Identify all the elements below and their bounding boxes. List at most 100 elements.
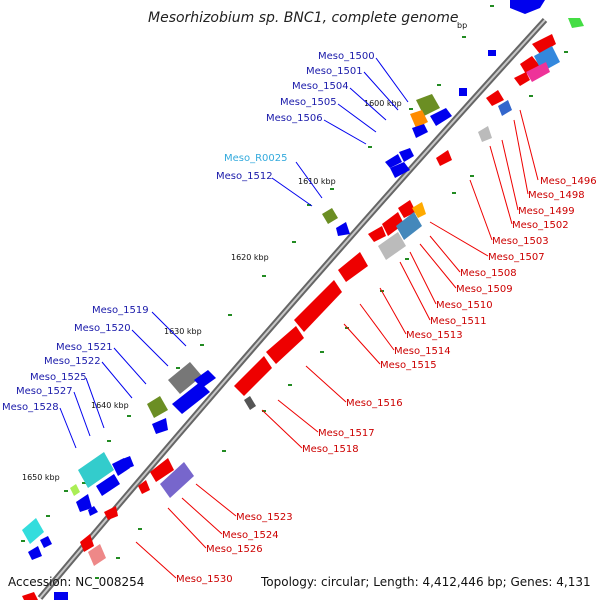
- gene-label: Meso_1510: [436, 300, 493, 311]
- reverse-labels: Meso_1496 Meso_1498 Meso_1499 Meso_1502 …: [176, 176, 597, 585]
- gene-box-blue: [498, 100, 512, 116]
- gene-arrow: [266, 326, 304, 364]
- gene-arrow: [398, 200, 416, 218]
- gene-arrow: [138, 480, 150, 494]
- gene-box-green: [568, 18, 584, 28]
- gene-arrow: [520, 56, 540, 74]
- gene-box-gray: [478, 126, 492, 142]
- map-title: Mesorhizobium sp. BNC1, complete genome: [148, 10, 459, 26]
- gene-arrow: [96, 474, 120, 496]
- gene-arrow: [412, 124, 428, 138]
- gene-box-teal: [396, 212, 422, 240]
- gene-arrow: [382, 212, 404, 236]
- gene-arrow: [172, 382, 210, 414]
- gene-label: Meso_1525: [30, 372, 87, 383]
- accession-text: Accession: NC_008254: [8, 575, 144, 589]
- gene-arrow: [368, 226, 386, 242]
- gene-label: Meso_1508: [460, 268, 517, 279]
- gene-box-cyan: [78, 452, 114, 488]
- gene-arrow: [40, 536, 52, 548]
- gene-label: Meso_1515: [380, 360, 437, 371]
- gene-arrow: [80, 534, 94, 552]
- gene-arrow: [104, 506, 118, 520]
- gene-arrow: [430, 108, 452, 126]
- gene-arrow: [510, 0, 545, 14]
- gene-label: Meso_1526: [206, 544, 263, 555]
- topology-text: Topology: circular; Length: 4,412,446 bp…: [260, 575, 591, 589]
- gene-arrow: [436, 150, 452, 166]
- gene-arrow: [514, 72, 530, 86]
- gene-arrow: [120, 456, 134, 470]
- gene-arrow: [28, 546, 42, 560]
- kbp-mark: 1640 kbp: [91, 401, 129, 410]
- gene-arrow: [336, 222, 350, 236]
- gene-arrow: [22, 592, 38, 600]
- gene-box-olive: [147, 396, 168, 418]
- gene-box-olive: [322, 208, 338, 224]
- forward-labels: Meso_1500 Meso_1501 Meso_1504 Meso_1505 …: [2, 51, 375, 413]
- gene-arrow: [150, 458, 174, 482]
- gene-box: [488, 50, 496, 56]
- gene-label: Meso_1498: [528, 190, 585, 201]
- gene-box: [54, 592, 68, 600]
- gene-arrow: [338, 252, 368, 282]
- kbp-mark: 1600 kbp: [364, 99, 402, 108]
- gene-label: Meso_1522: [44, 356, 101, 367]
- gene-arrow: [385, 154, 402, 168]
- gene-box: [459, 88, 467, 96]
- reverse-label-leaders: [135, 109, 539, 579]
- gene-label: Meso_1513: [406, 330, 463, 341]
- gene-box-gray: [168, 362, 202, 394]
- kbp-mark: 1620 kbp: [231, 253, 269, 262]
- kbp-marks: bp 1600 kbp 1610 kbp 1620 kbp 1630 kbp 1…: [22, 21, 467, 482]
- gene-label: Meso_1503: [492, 236, 549, 247]
- gene-label: Meso_1528: [2, 402, 59, 413]
- gene-label: Meso_1506: [266, 113, 323, 124]
- gene-arrow: [234, 356, 272, 396]
- gene-label: Meso_1507: [488, 252, 545, 263]
- reverse-genes: [22, 18, 584, 600]
- gene-label: Meso_1523: [236, 512, 293, 523]
- kbp-mark: 1610 kbp: [298, 177, 336, 186]
- gene-arrow: [88, 506, 98, 516]
- gene-label: Meso_1501: [306, 66, 363, 77]
- gene-arrow: [152, 418, 168, 434]
- gene-arrow: [294, 280, 342, 332]
- kbp-mark: 1650 kbp: [22, 473, 60, 482]
- gene-arrow: [486, 90, 504, 106]
- gene-label: Meso_1514: [394, 346, 451, 357]
- kbp-mark: 1630 kbp: [164, 327, 202, 336]
- gene-label: Meso_1500: [318, 51, 375, 62]
- gene-label: Meso_1520: [74, 323, 131, 334]
- gene-label: Meso_1524: [222, 530, 279, 541]
- gene-box-cyan: [22, 518, 44, 544]
- gene-label: Meso_1517: [318, 428, 375, 439]
- gene-label: Meso_1527: [16, 386, 73, 397]
- gene-label: Meso_1499: [518, 206, 575, 217]
- forward-genes: [22, 0, 545, 600]
- forward-label-leaders: [59, 57, 409, 449]
- gene-label: Meso_1518: [302, 444, 359, 455]
- gene-label: Meso_1505: [280, 97, 337, 108]
- gene-label: Meso_1521: [56, 342, 113, 353]
- gene-arrow: [399, 148, 414, 162]
- gene-box-pink: [88, 544, 106, 566]
- gene-label: Meso_1512: [216, 171, 273, 182]
- gene-label: Meso_1511: [430, 316, 487, 327]
- gene-arrow: [390, 162, 410, 178]
- gene-arrow: [532, 34, 556, 54]
- gene-label: Meso_1519: [92, 305, 149, 316]
- gene-box-gray: [378, 232, 406, 260]
- gene-box-gray: [244, 396, 256, 410]
- gene-box-orange: [410, 110, 428, 128]
- gene-box-orange: [412, 202, 426, 218]
- gene-label: Meso_1509: [456, 284, 513, 295]
- gene-box-purple: [160, 462, 194, 498]
- gene-box-lime: [70, 484, 80, 496]
- gene-label: Meso_1504: [292, 81, 349, 92]
- gene-label-rna: Meso_R0025: [224, 153, 288, 164]
- gene-label: Meso_1516: [346, 398, 403, 409]
- gene-label: Meso_1530: [176, 574, 233, 585]
- gene-arrow: [76, 494, 92, 512]
